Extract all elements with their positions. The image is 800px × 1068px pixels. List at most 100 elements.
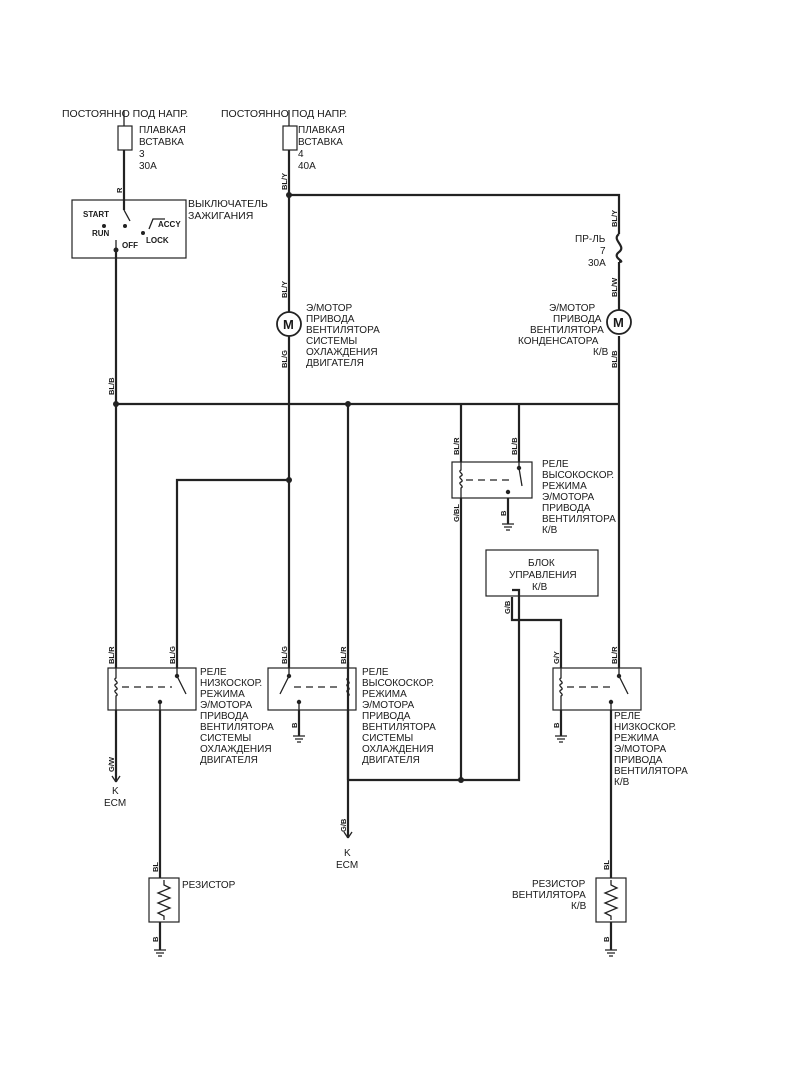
fuse-left-line1: ПЛАВКАЯ [139,125,186,136]
ecm-mid-k: K [344,848,351,859]
relay-hi-engine: BL/G BL/R B G/B РЕЛЕ ВЫСОКОСКОР. РЕЖИМА … [267,646,436,832]
wires [114,150,621,950]
wire-color-bly: BL/Y [280,173,289,190]
ground-icon [154,949,166,957]
resistor-left: BL B РЕЗИСТОР [148,862,236,942]
relay-hi-engine-line2: ВЫСОКОСКОР. [362,678,434,689]
relay-hi-ac-line7: К/В [542,525,558,536]
motor-engine-line3: ВЕНТИЛЯТОРА [306,325,380,336]
relay-hi-engine-line8: ОХЛАЖДЕНИЯ [362,744,434,755]
wire-color-gw: G/W [107,756,116,772]
relay-hi-engine-line1: РЕЛЕ [362,667,389,678]
relay-lo-engine-line4: Э/МОТОРА [200,700,253,711]
fuse-mid: ПОСТОЯННО ПОД НАПР. ПЛАВКАЯ ВСТАВКА 4 40… [221,108,347,190]
wire-color-blb-hiac: BL/B [510,437,519,455]
fuse-left: ПОСТОЯННО ПОД НАПР. ПЛАВКАЯ ВСТАВКА 3 30… [62,108,188,193]
control-unit-line1: БЛОК [528,558,555,569]
relay-hi-ac-line2: ВЫСОКОСКОР. [542,470,614,481]
ignition-title2: ЗАЖИГАНИЯ [188,210,253,222]
resistor-right-line1: РЕЗИСТОР [532,879,586,890]
relay-lo-ac-line4: Э/МОТОРА [614,744,667,755]
relay-lo-ac-line7: К/В [614,777,630,788]
wire-color-blg-hieng: BL/G [280,646,289,664]
relay-lo-ac-line3: РЕЖИМА [614,733,659,744]
relay-hi-ac-line4: Э/МОТОРА [542,492,595,503]
wire-color-bus: BL/B [107,377,116,395]
ignition-accy: ACCY [158,220,181,229]
wire-color-bly-right: BL/Y [610,210,619,227]
wire-color-b-hieng: B [290,722,299,728]
relay-hi-ac-line3: РЕЖИМА [542,481,587,492]
wire-color-gb-cu: G/B [503,600,512,614]
wire-color-gbl: G/BL [452,504,461,522]
fuse-left-line3: 3 [139,149,145,160]
ground-icon [502,523,514,531]
resistor-right: B РЕЗИСТОР ВЕНТИЛЯТОРА К/В [512,877,627,942]
wire-color-b-hiac: B [499,510,508,516]
ground-icon [293,735,305,743]
ecm-mid: K ECM [336,831,358,871]
relay-hi-engine-line4: Э/МОТОРА [362,700,415,711]
relay-lo-engine-line3: РЕЖИМА [200,689,245,700]
relay-lo-engine-line9: ДВИГАТЕЛЯ [200,755,258,766]
wire-color-blg-loeng: BL/G [168,646,177,664]
wire-color-blb-motor: BL/B [610,350,619,368]
wire-color-r: R [115,187,124,193]
relay-hi-ac: BL/R BL/B G/BL B РЕЛЕ ВЫСОКОСКОР. РЕЖИМА… [451,437,616,536]
ground-icon [605,949,617,957]
motor-condenser-symbol: M [613,315,624,330]
wire-color-gb-hieng: G/B [339,818,348,832]
relay-hi-engine-line7: СИСТЕМЫ [362,733,413,744]
ecm-left-k: K [112,786,119,797]
relay-lo-engine-line6: ВЕНТИЛЯТОРА [200,722,274,733]
wire-color-blr-hiac: BL/R [452,437,461,455]
ecm-left: K ECM [104,775,126,809]
motor-condenser: M BL/B Э/МОТОР ПРИВОДА ВЕНТИЛЯТОРА КОНДЕ… [518,303,632,368]
wire-color-blr-loac: BL/R [610,646,619,664]
fuse-right-line2: 7 [600,246,606,257]
fuse-mid-line2: ВСТАВКА [298,137,343,148]
relay-lo-engine-line8: ОХЛАЖДЕНИЯ [200,744,272,755]
wire-color-blw: BL/W [610,277,619,297]
wire-color-b-res-left: B [151,936,160,942]
motor-engine-symbol: M [283,317,294,332]
wire-color-bly-motor: BL/Y [280,281,289,298]
fuse-right-line3: 30A [588,258,606,269]
relay-hi-ac-line1: РЕЛЕ [542,459,569,470]
fuse-mid-line1: ПЛАВКАЯ [298,125,345,136]
control-unit-line2: УПРАВЛЕНИЯ [509,570,577,581]
wire-color-gy: G/Y [552,651,561,664]
relay-lo-engine-line2: НИЗКОСКОР. [200,678,262,689]
wire-color-b-res-right: B [602,936,611,942]
ignition-title1: ВЫКЛЮЧАТЕЛЬ [188,198,268,210]
ground-icon [555,735,567,743]
ignition-off: OFF [122,241,138,250]
ac-control-unit: БЛОК УПРАВЛЕНИЯ К/В G/B [485,549,599,614]
ignition-run: RUN [92,229,110,238]
motor-engine: M BL/Y BL/G Э/МОТОР ПРИВОДА ВЕНТИЛЯТОРА … [276,281,380,369]
relay-hi-engine-line9: ДВИГАТЕЛЯ [362,755,420,766]
relay-lo-engine-line5: ПРИВОДА [200,711,249,722]
motor-engine-line2: ПРИВОДА [306,314,355,325]
motor-condenser-line3: ВЕНТИЛЯТОРА [530,325,604,336]
wire-color-bl-loac: BL [602,860,611,870]
motor-condenser-line1: Э/МОТОР [549,303,596,314]
relay-lo-ac-line6: ВЕНТИЛЯТОРА [614,766,688,777]
ecm-mid-ecm: ECM [336,860,358,871]
resistor-left-label: РЕЗИСТОР [182,880,236,891]
relay-hi-ac-line6: ВЕНТИЛЯТОРА [542,514,616,525]
relay-lo-ac-line1: РЕЛЕ [614,711,641,722]
motor-condenser-line2: ПРИВОДА [553,314,602,325]
relay-lo-ac-line2: НИЗКОСКОР. [614,722,676,733]
relay-lo-engine-line7: СИСТЕМЫ [200,733,251,744]
relay-lo-engine: BL/R BL/G G/W РЕЛЕ НИЗКОСКОР. РЕЖИМА Э/М… [107,646,274,772]
ignition-switch: START RUN OFF LOCK ACCY ВЫКЛЮЧАТЕЛЬ ЗАЖИ… [71,198,268,259]
junction-dots [113,192,464,783]
wire-color-blr-loeng: BL/R [107,646,116,664]
motor-engine-line1: Э/МОТОР [306,303,353,314]
relay-lo-ac: G/Y BL/R B РЕЛЕ НИЗКОСКОР. РЕЖИМА Э/МОТО… [552,646,688,870]
motor-condenser-line4: КОНДЕНСАТОРА [518,336,599,347]
relay-hi-engine-line6: ВЕНТИЛЯТОРА [362,722,436,733]
control-unit-line3: К/В [532,582,548,593]
